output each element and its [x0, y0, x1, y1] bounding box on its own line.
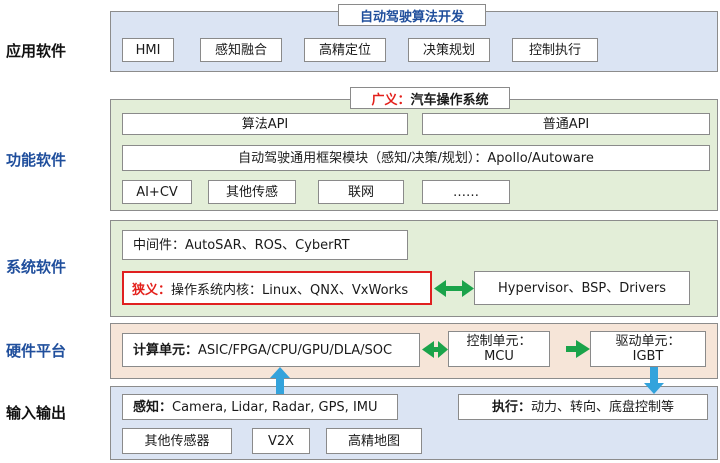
layer-label-hardware: 硬件平台 [6, 342, 67, 360]
compute-unit-box: 计算单元：ASIC/FPGA/CPU/GPU/DLA/SOC [122, 333, 420, 367]
layer-label-app: 应用软件 [6, 42, 67, 60]
v2x-box: V2X [252, 428, 310, 454]
control-unit-mcu: MCU [484, 349, 514, 364]
app-layer-title: 自动驾驶算法开发 [338, 4, 486, 26]
execution-box: 执行：动力、转向、底盘控制等 [458, 394, 708, 420]
ellipsis-box: …… [422, 180, 510, 204]
algorithm-api-box: 算法API [122, 113, 408, 135]
kernel-hypervisor-arrow [434, 280, 474, 297]
generalized-label: 广义： [371, 92, 411, 108]
layer-label-function: 功能软件 [6, 151, 67, 169]
automotive-os-label: 汽车操作系统 [410, 92, 489, 108]
kernel-text: 操作系统内核：Linux、QNX、VxWorks [171, 282, 409, 298]
narrow-label: 狭义： [132, 282, 172, 298]
drive-unit-igbt: IGBT [632, 349, 664, 364]
app-box-hd-positioning: 高精定位 [304, 38, 386, 62]
perception-text: Camera, Lidar, Radar, GPS, IMU [172, 399, 378, 415]
framework-box: 自动驾驶通用框架模块（感知/决策/规划）：Apollo/Autoware [122, 145, 710, 171]
perception-box: 感知：Camera, Lidar, Radar, GPS, IMU [122, 394, 398, 420]
perception-compute-arrow [270, 367, 290, 394]
execution-label: 执行： [491, 399, 531, 415]
compute-control-arrow [422, 341, 448, 358]
os-kernel-box: 狭义：操作系统内核：Linux、QNX、VxWorks [122, 271, 432, 305]
control-unit-box: 控制单元： MCU [448, 331, 550, 367]
function-layer-title: 广义：汽车操作系统 [350, 87, 510, 109]
app-box-hmi: HMI [122, 38, 174, 62]
common-api-box: 普通API [422, 113, 710, 135]
hypervisor-box: Hypervisor、BSP、Drivers [474, 271, 690, 305]
layer-label-system: 系统软件 [6, 258, 67, 276]
ai-cv-box: AI+CV [122, 180, 192, 204]
drive-execution-arrow [644, 367, 664, 394]
app-box-decision-planning: 决策规划 [408, 38, 490, 62]
hd-map-box: 高精地图 [326, 428, 422, 454]
networking-box: 联网 [318, 180, 404, 204]
compute-unit-text: ASIC/FPGA/CPU/GPU/DLA/SOC [198, 342, 393, 358]
control-unit-label: 控制单元： [466, 334, 532, 349]
perception-label: 感知： [133, 399, 173, 415]
drive-unit-label: 驱动单元： [615, 334, 681, 349]
app-box-control-execution: 控制执行 [512, 38, 598, 62]
execution-text: 动力、转向、底盘控制等 [531, 399, 675, 415]
control-drive-arrow [566, 340, 590, 358]
app-box-perception-fusion: 感知融合 [200, 38, 282, 62]
compute-unit-label: 计算单元： [133, 342, 199, 358]
other-sensing-box: 其他传感 [208, 180, 296, 204]
drive-unit-box: 驱动单元： IGBT [590, 331, 706, 367]
layer-label-io: 输入输出 [6, 404, 67, 422]
other-sensors-box: 其他传感器 [122, 428, 232, 454]
middleware-box: 中间件：AutoSAR、ROS、CyberRT [122, 230, 408, 260]
